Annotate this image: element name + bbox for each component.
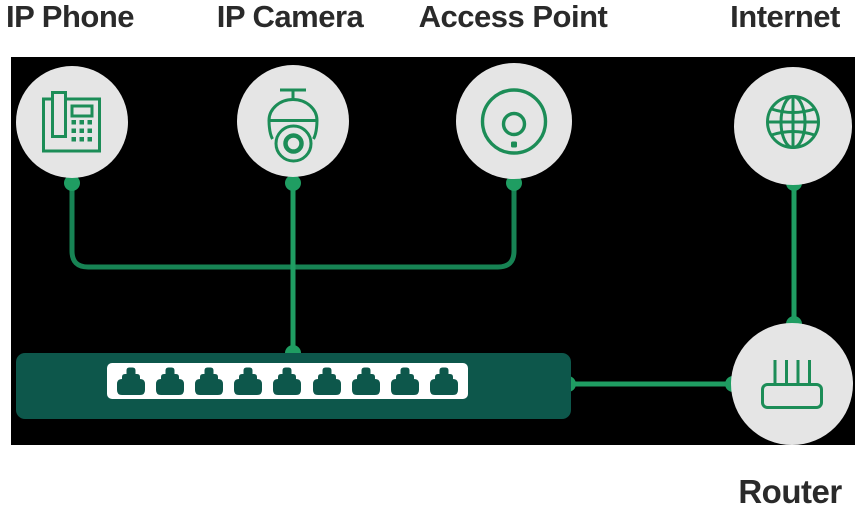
internet-node — [734, 67, 852, 185]
label-internet: Internet — [730, 0, 840, 34]
ip-camera-icon — [267, 88, 319, 162]
label-router: Router — [738, 473, 842, 508]
router-icon — [761, 360, 823, 409]
label-access-point: Access Point — [418, 0, 608, 34]
ip-phone-icon — [42, 90, 101, 152]
switch-port-strip — [107, 363, 468, 399]
ethernet-port-icon — [195, 367, 224, 395]
connector-dot — [64, 175, 80, 191]
ethernet-port-icon — [351, 367, 380, 395]
ethernet-port-icon — [312, 367, 341, 395]
router-node — [731, 323, 853, 445]
ethernet-port-icon — [117, 367, 146, 395]
connector-dot — [506, 175, 522, 191]
ethernet-port-icon — [156, 367, 185, 395]
ethernet-port-icon — [390, 367, 419, 395]
ethernet-port-icon — [273, 367, 302, 395]
ethernet-switch — [16, 353, 571, 419]
ip-camera-node — [237, 65, 349, 177]
label-ip-camera: IP Camera — [216, 0, 364, 34]
connector-dot — [285, 175, 301, 191]
ethernet-port-icon — [429, 367, 458, 395]
ethernet-port-icon — [234, 367, 263, 395]
label-ip-phone: IP Phone — [5, 0, 135, 34]
access-point-icon — [480, 87, 548, 155]
access-point-node — [456, 63, 572, 179]
ip-phone-node — [16, 66, 128, 178]
internet-globe-icon — [766, 95, 820, 149]
